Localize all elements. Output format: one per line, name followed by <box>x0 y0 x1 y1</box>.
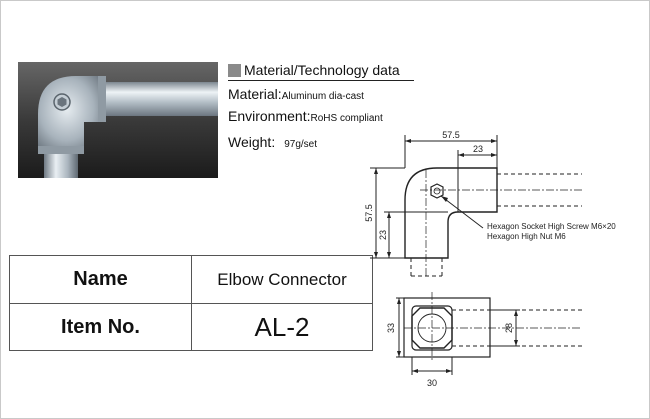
dim-overall-height: 57.5 <box>364 204 374 222</box>
callout-nut: Hexagon High Nut M6 <box>487 232 566 241</box>
name-label: Name <box>9 255 192 304</box>
weight-label: Weight: <box>228 134 276 150</box>
spec-material: Material:Aluminum dia-cast <box>228 86 364 104</box>
weight-value: 97g/set <box>284 139 318 150</box>
spec-heading-text: Material/Technology data <box>244 62 400 78</box>
table-row: Name Elbow Connector <box>9 255 373 304</box>
callout-screw: Hexagon Socket High Screw M6×20 <box>487 222 616 231</box>
square-bullet-icon <box>228 63 241 77</box>
product-info-table: Name Elbow Connector Item No. AL-2 <box>9 255 373 351</box>
material-label: Material: <box>228 86 282 102</box>
dim-socket-width: 23 <box>473 144 483 154</box>
environment-value: RoHS compliant <box>310 113 383 124</box>
spec-weight: Weight: 97g/set <box>228 134 317 152</box>
spec-environment: Environment:RoHS compliant <box>228 108 383 126</box>
environment-label: Environment: <box>228 108 311 124</box>
material-value: Aluminum dia-cast <box>281 91 364 102</box>
item-no-label: Item No. <box>9 303 192 351</box>
dim-section-inner-height: 28 <box>504 323 514 333</box>
spec-heading: Material/Technology data <box>228 62 400 78</box>
dim-section-outer-height: 33 <box>386 323 396 333</box>
table-row: Item No. AL-2 <box>9 303 373 351</box>
spec-heading-rule <box>228 80 414 81</box>
item-no-value: AL-2 <box>191 303 373 351</box>
dim-overall-width: 57.5 <box>442 130 460 140</box>
dim-section-width: 30 <box>427 378 437 388</box>
dim-socket-height: 23 <box>378 230 388 240</box>
product-photo <box>18 62 218 178</box>
